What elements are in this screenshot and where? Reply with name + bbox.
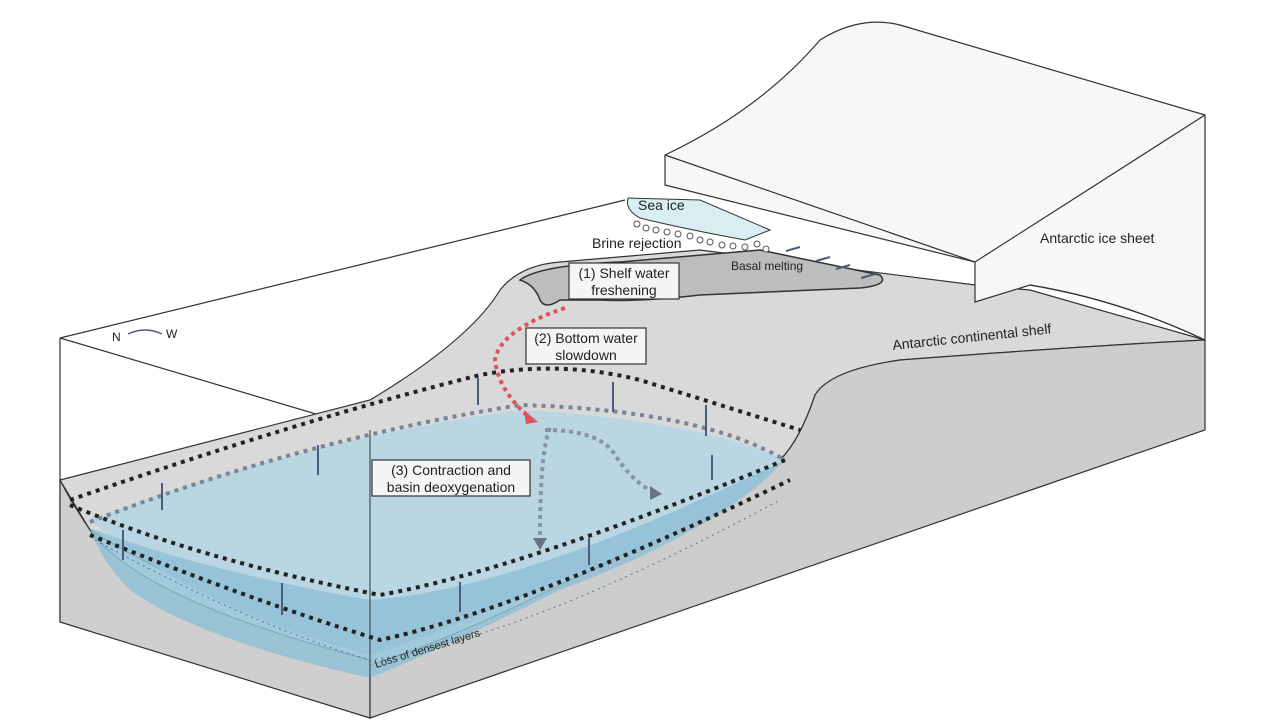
basin-water-deep xyxy=(90,460,785,678)
sea-ice-label: Sea ice xyxy=(638,197,685,213)
brine-rejection-label: Brine rejection xyxy=(592,235,682,251)
brine-bubbles xyxy=(633,220,770,253)
step3-line2: basin deoxygenation xyxy=(387,479,515,495)
step3-box: (3) Contraction and basin deoxygenation xyxy=(371,459,531,497)
step3-line1: (3) Contraction and xyxy=(391,462,511,478)
contraction-arrows xyxy=(122,378,713,615)
step2-line1: (2) Bottom water xyxy=(534,330,638,346)
sea-ice xyxy=(627,197,772,241)
step2-box: (2) Bottom water slowdown xyxy=(525,327,647,365)
step1-box: (1) Shelf water freshening xyxy=(568,262,680,300)
ice-sheet-label: Antarctic ice sheet xyxy=(1040,230,1154,246)
red-arrowhead xyxy=(524,410,538,424)
basal-melting-arrows xyxy=(785,246,876,279)
step1-line1: (1) Shelf water xyxy=(578,265,669,281)
compass-arrow-icon xyxy=(127,329,163,335)
step1-line2: freshening xyxy=(591,282,656,298)
compass: N W xyxy=(112,327,178,344)
basal-melting-label: Basal melting xyxy=(731,259,803,273)
compass-w: W xyxy=(166,327,178,341)
shelf-water-outflow-arrow xyxy=(492,306,566,420)
water-mass-boundaries xyxy=(69,366,801,643)
bottom-water-spread-arrows xyxy=(538,427,656,541)
compass-n: N xyxy=(112,330,121,344)
step2-line2: slowdown xyxy=(555,347,616,363)
